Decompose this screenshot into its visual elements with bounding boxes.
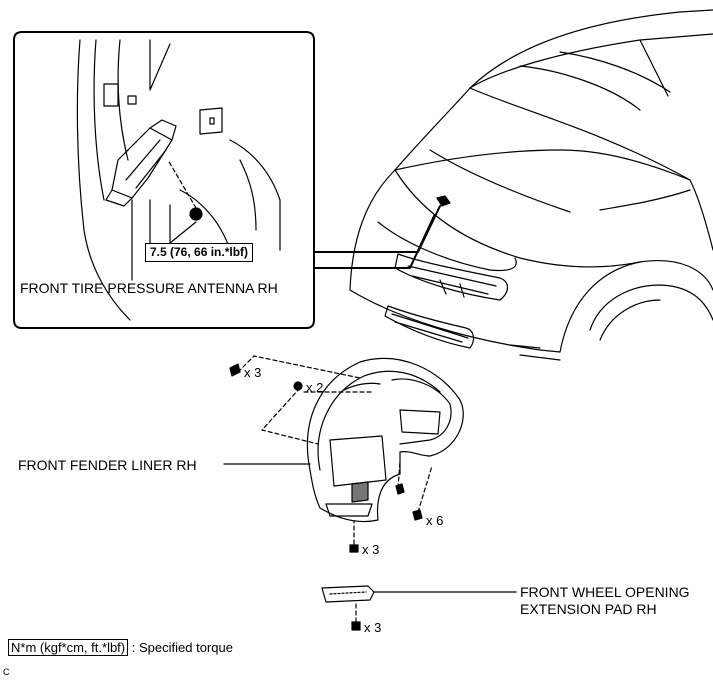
clips-upper-quantity: x 2 [306, 380, 324, 395]
fender-liner-illustration [223, 355, 464, 553]
torque-legend: N*m (kgf*cm, ft.*lbf) : Specified torque [8, 639, 233, 656]
pad-clips-quantity: x 3 [364, 620, 382, 635]
detail-callout-frame [13, 31, 315, 329]
vehicle-illustration [349, 9, 713, 361]
fender-liner-label: FRONT FENDER LINER RH [18, 457, 197, 473]
torque-unit-box: N*m (kgf*cm, ft.*lbf) [8, 639, 129, 656]
clips-bottom-quantity: x 3 [362, 542, 380, 557]
screws-top-quantity: x 3 [244, 365, 262, 380]
antenna-label: FRONT TIRE PRESSURE ANTENNA RH [20, 280, 278, 296]
extension-pad-label-line2: EXTENSION PAD RH [520, 601, 657, 617]
torque-value-box: 7.5 (76, 66 in.*lbf) [145, 243, 254, 262]
antenna-detail-illustration [76, 39, 281, 321]
legend-description: Specified torque [139, 640, 233, 655]
legend-separator: : [131, 640, 136, 655]
extension-pad-illustration [321, 585, 517, 631]
extension-pad-label-line1: FRONT WHEEL OPENING [520, 584, 690, 600]
screws-side-quantity: x 6 [426, 513, 444, 528]
figure-code: C [3, 667, 10, 677]
